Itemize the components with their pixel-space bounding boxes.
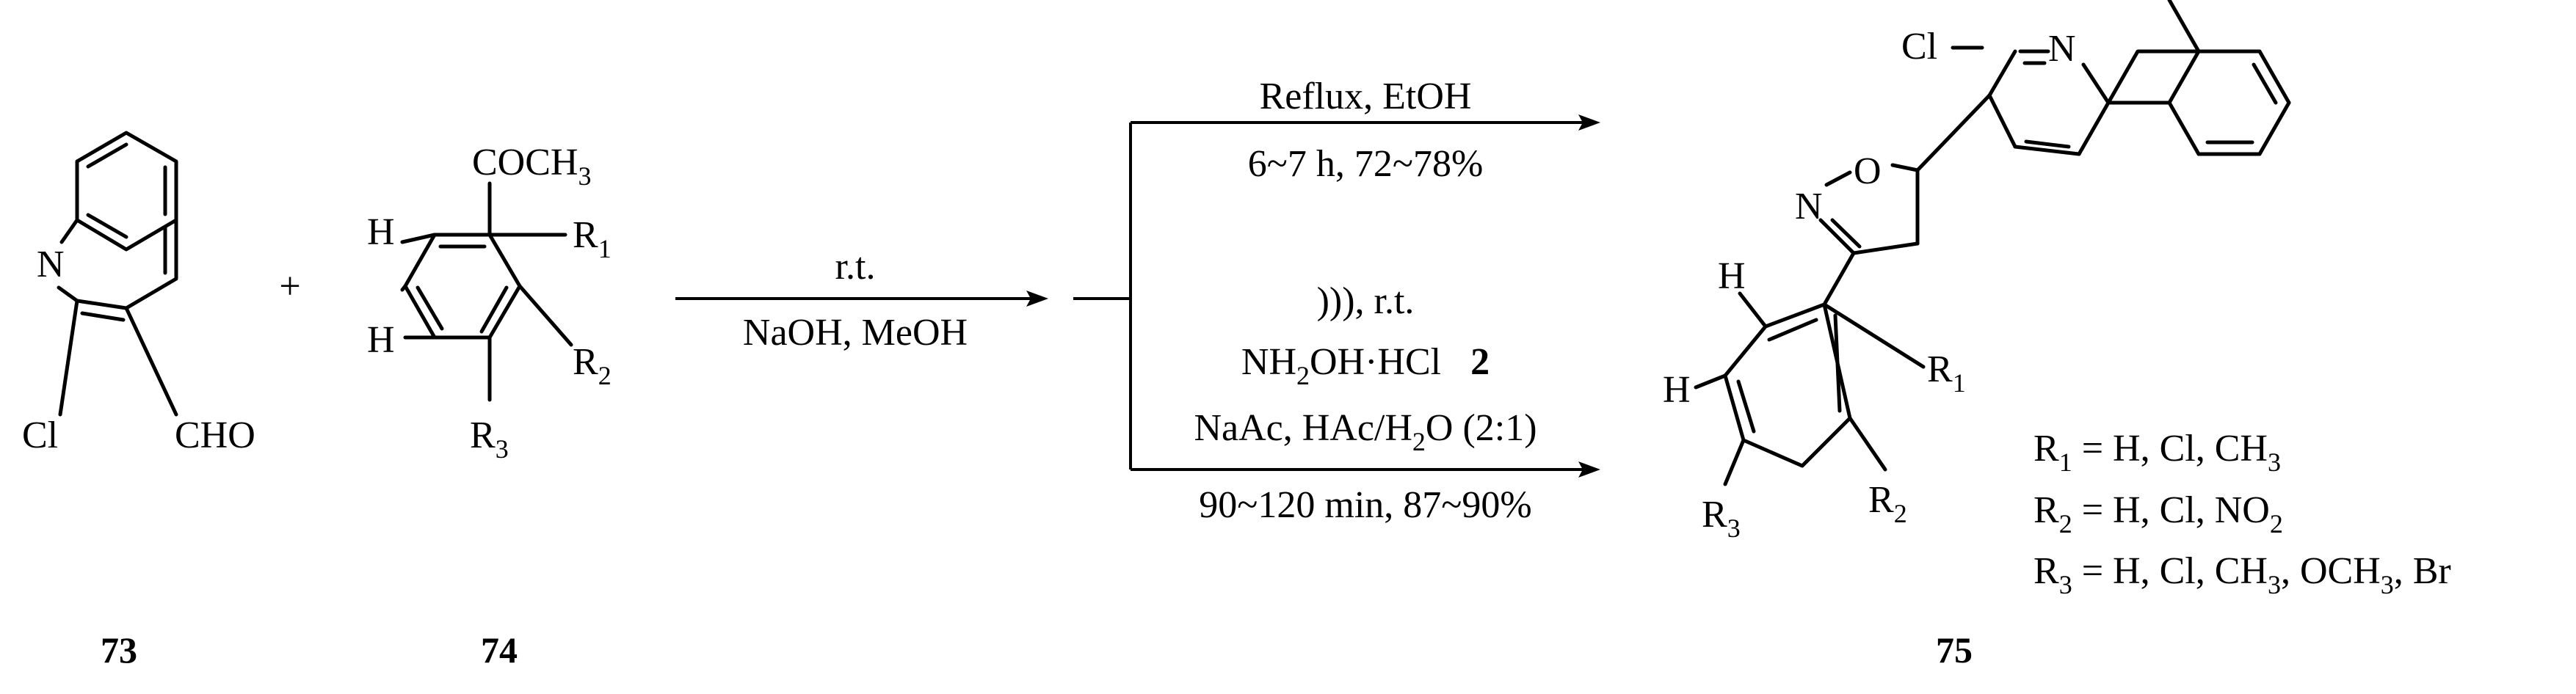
c73-cl-bond: [58, 299, 79, 417]
c74-r2-label: R2: [573, 341, 612, 390]
c75-r3-bond: [1723, 438, 1746, 486]
c75-c5-o: [1890, 163, 1920, 172]
step2-branch: [1129, 114, 1600, 478]
c75-n-isoxazoline-label: N: [1795, 186, 1823, 227]
c73-benzo-double-3: [86, 213, 128, 239]
c74-h-left-label: H: [367, 319, 395, 361]
step2-lower-line4: 90~120 min, 87~90%: [1199, 484, 1531, 526]
c75-h-top-label: H: [1718, 255, 1746, 297]
c73-n-label: N: [37, 244, 65, 285]
c75-benzo-d2: [2252, 62, 2278, 105]
c75-aryl-d2: [1736, 379, 1756, 434]
step1-arrowhead: [1026, 291, 1048, 307]
compound-74-structure: COCH3 H H R1 R2 R3: [367, 142, 612, 464]
c75-r2-label: R2: [1868, 479, 1907, 528]
c73-cho-label: CHO: [175, 414, 255, 456]
c75-benzo-r4: [2257, 49, 2291, 105]
c75-o-n: [1824, 170, 1852, 187]
c73-c2-c3: [75, 299, 128, 310]
c74-acetyl-label: COCH3: [472, 142, 591, 191]
c75-c3-c4: [1851, 241, 1920, 255]
c73-benzo-double-1: [86, 142, 128, 169]
step1-condition-above: r.t.: [835, 246, 876, 288]
c75-c3-c4: [1987, 93, 2017, 149]
c75-c2-c3: [1987, 49, 2017, 98]
substituent-r2-line: R2 = H, Cl, NO2: [2033, 489, 2283, 538]
compound-75-number: 75: [1936, 629, 1973, 671]
c75-c8a-n: [2081, 62, 2111, 105]
c75-cl-label: Cl: [1901, 26, 1937, 67]
c74-h-top-bond: [400, 233, 437, 244]
step2-lower-line1: ))), r.t.: [1317, 280, 1415, 322]
c73-benzo-ring: [75, 131, 178, 252]
c74-double-3: [416, 285, 444, 331]
c75-aryl-link: [1822, 251, 1856, 307]
substituent-r3-line: R3 = H, Cl, CH3, OCH3, Br: [2033, 550, 2451, 599]
c75-c4a-c8a: [2077, 101, 2111, 156]
c75-benzo-r3: [2257, 101, 2291, 156]
plus-sign: +: [279, 266, 300, 307]
compound-74-number: 74: [481, 629, 518, 671]
c74-h-top-label: H: [367, 211, 395, 253]
compound-75-structure: Cl N O N H H R1 R2 R3: [1663, 0, 2291, 543]
step2-lower-line3: NaAc, HAc/H2O (2:1): [1194, 407, 1536, 456]
c74-r3-label: R3: [470, 414, 509, 464]
c73-c2-c3-double: [80, 311, 126, 322]
c75-r2-bond: [1848, 416, 1887, 472]
c75-o-label: O: [1854, 150, 1882, 192]
step2-upper-below: 6~7 h, 72~78%: [1248, 143, 1484, 185]
substituent-r1-line: R1 = H, Cl, CH3: [2033, 428, 2281, 477]
c75-benzo-inner: [2106, 49, 2201, 105]
c73-pyridine-right: [124, 218, 178, 310]
c75-c4-c4a-double: [2024, 139, 2071, 149]
c75-aryl-d3: [1833, 313, 1842, 413]
c75-r3-label: R3: [1702, 494, 1741, 543]
c73-cho-bond: [124, 306, 178, 417]
c75-benzo-r1: [2167, 101, 2201, 156]
compound-73-number: 73: [101, 629, 137, 671]
compound-73-structure: N Cl CHO: [22, 131, 255, 456]
c75-h-left-bond: [1694, 373, 1727, 390]
c74-r2-bond: [518, 284, 573, 347]
c75-benzo-top: [2106, 0, 2201, 105]
upper-arrowhead: [1578, 114, 1600, 131]
c73-ring-to-n: [59, 218, 79, 244]
c75-r1-bond: [1822, 302, 1926, 369]
c75-n-c3: [1818, 218, 1856, 255]
c75-aryl-d1: [1767, 318, 1818, 342]
step1-condition-below: NaOH, MeOH: [743, 312, 968, 354]
c75-h-top-bond: [1738, 291, 1768, 329]
lower-arrowhead: [1578, 461, 1600, 478]
c73-n-to-c2: [57, 285, 79, 303]
c75-n-c3-double: [1830, 218, 1862, 249]
c74-r1-label: R1: [573, 214, 612, 263]
c73-cl-label: Cl: [22, 414, 58, 456]
c75-c4-c4a: [2013, 145, 2081, 156]
c75-r1-label: R1: [1927, 348, 1966, 398]
c74-h-left-bond: [400, 284, 407, 292]
step1-arrow: [675, 291, 1048, 307]
c74-double-2: [479, 285, 509, 334]
c75-n-quinoline-label: N: [2048, 28, 2076, 70]
c75-h-left-label: H: [1663, 369, 1691, 411]
step2-upper-above: Reflux, EtOH: [1260, 76, 1472, 117]
c75-c5-link: [1915, 93, 1992, 172]
c74-benzene-ring: [403, 233, 522, 340]
